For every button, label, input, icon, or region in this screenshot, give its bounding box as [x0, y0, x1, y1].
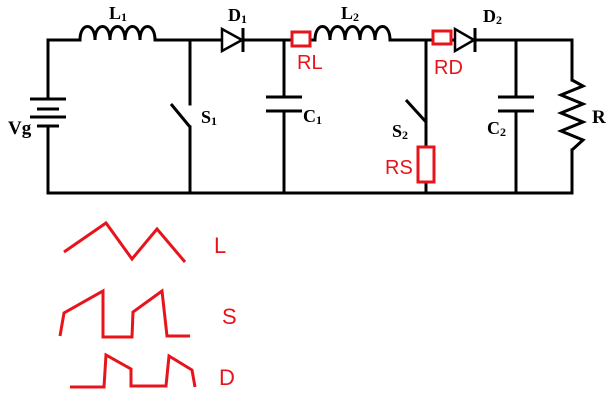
rl-resistance-marker [290, 30, 312, 48]
dc-voltage-source-icon [30, 97, 66, 128]
switch-2-label: S2 [392, 121, 408, 142]
diode-2-label: D2 [483, 6, 502, 27]
rs-label: RS [385, 157, 413, 179]
rd-resistance-marker [431, 29, 453, 46]
capacitor-2-label: C2 [487, 118, 506, 139]
inductor-1-coil-icon [78, 25, 157, 41]
rl-label: RL [297, 52, 323, 74]
switch-2-icon [404, 98, 428, 124]
inductor-2-label: L2 [341, 3, 359, 24]
diode-1-label: D1 [228, 5, 247, 26]
diode-1-icon [220, 26, 245, 54]
capacitor-1-icon [266, 95, 302, 113]
waveform-s-label: S [222, 304, 237, 329]
diode-2-icon [453, 26, 477, 54]
diode-waveform [70, 352, 197, 389]
capacitor-1-label: C1 [303, 106, 322, 127]
inductor-current-waveform [63, 220, 187, 263]
rs-resistance-marker [416, 145, 436, 184]
load-label: R [592, 107, 606, 128]
inductor-1-label: L1 [109, 3, 127, 24]
switch-1-label: S1 [201, 107, 217, 128]
rd-label: RD [434, 57, 463, 79]
resistor-icon [557, 78, 587, 152]
switch-waveform [58, 288, 190, 339]
source-label: Vg [8, 118, 32, 139]
capacitor-2-icon [498, 95, 534, 113]
switch-1-icon [169, 103, 192, 128]
inductor-2-coil-icon [313, 25, 392, 41]
waveform-l-label: L [214, 233, 226, 258]
waveform-d-label: D [219, 365, 235, 390]
